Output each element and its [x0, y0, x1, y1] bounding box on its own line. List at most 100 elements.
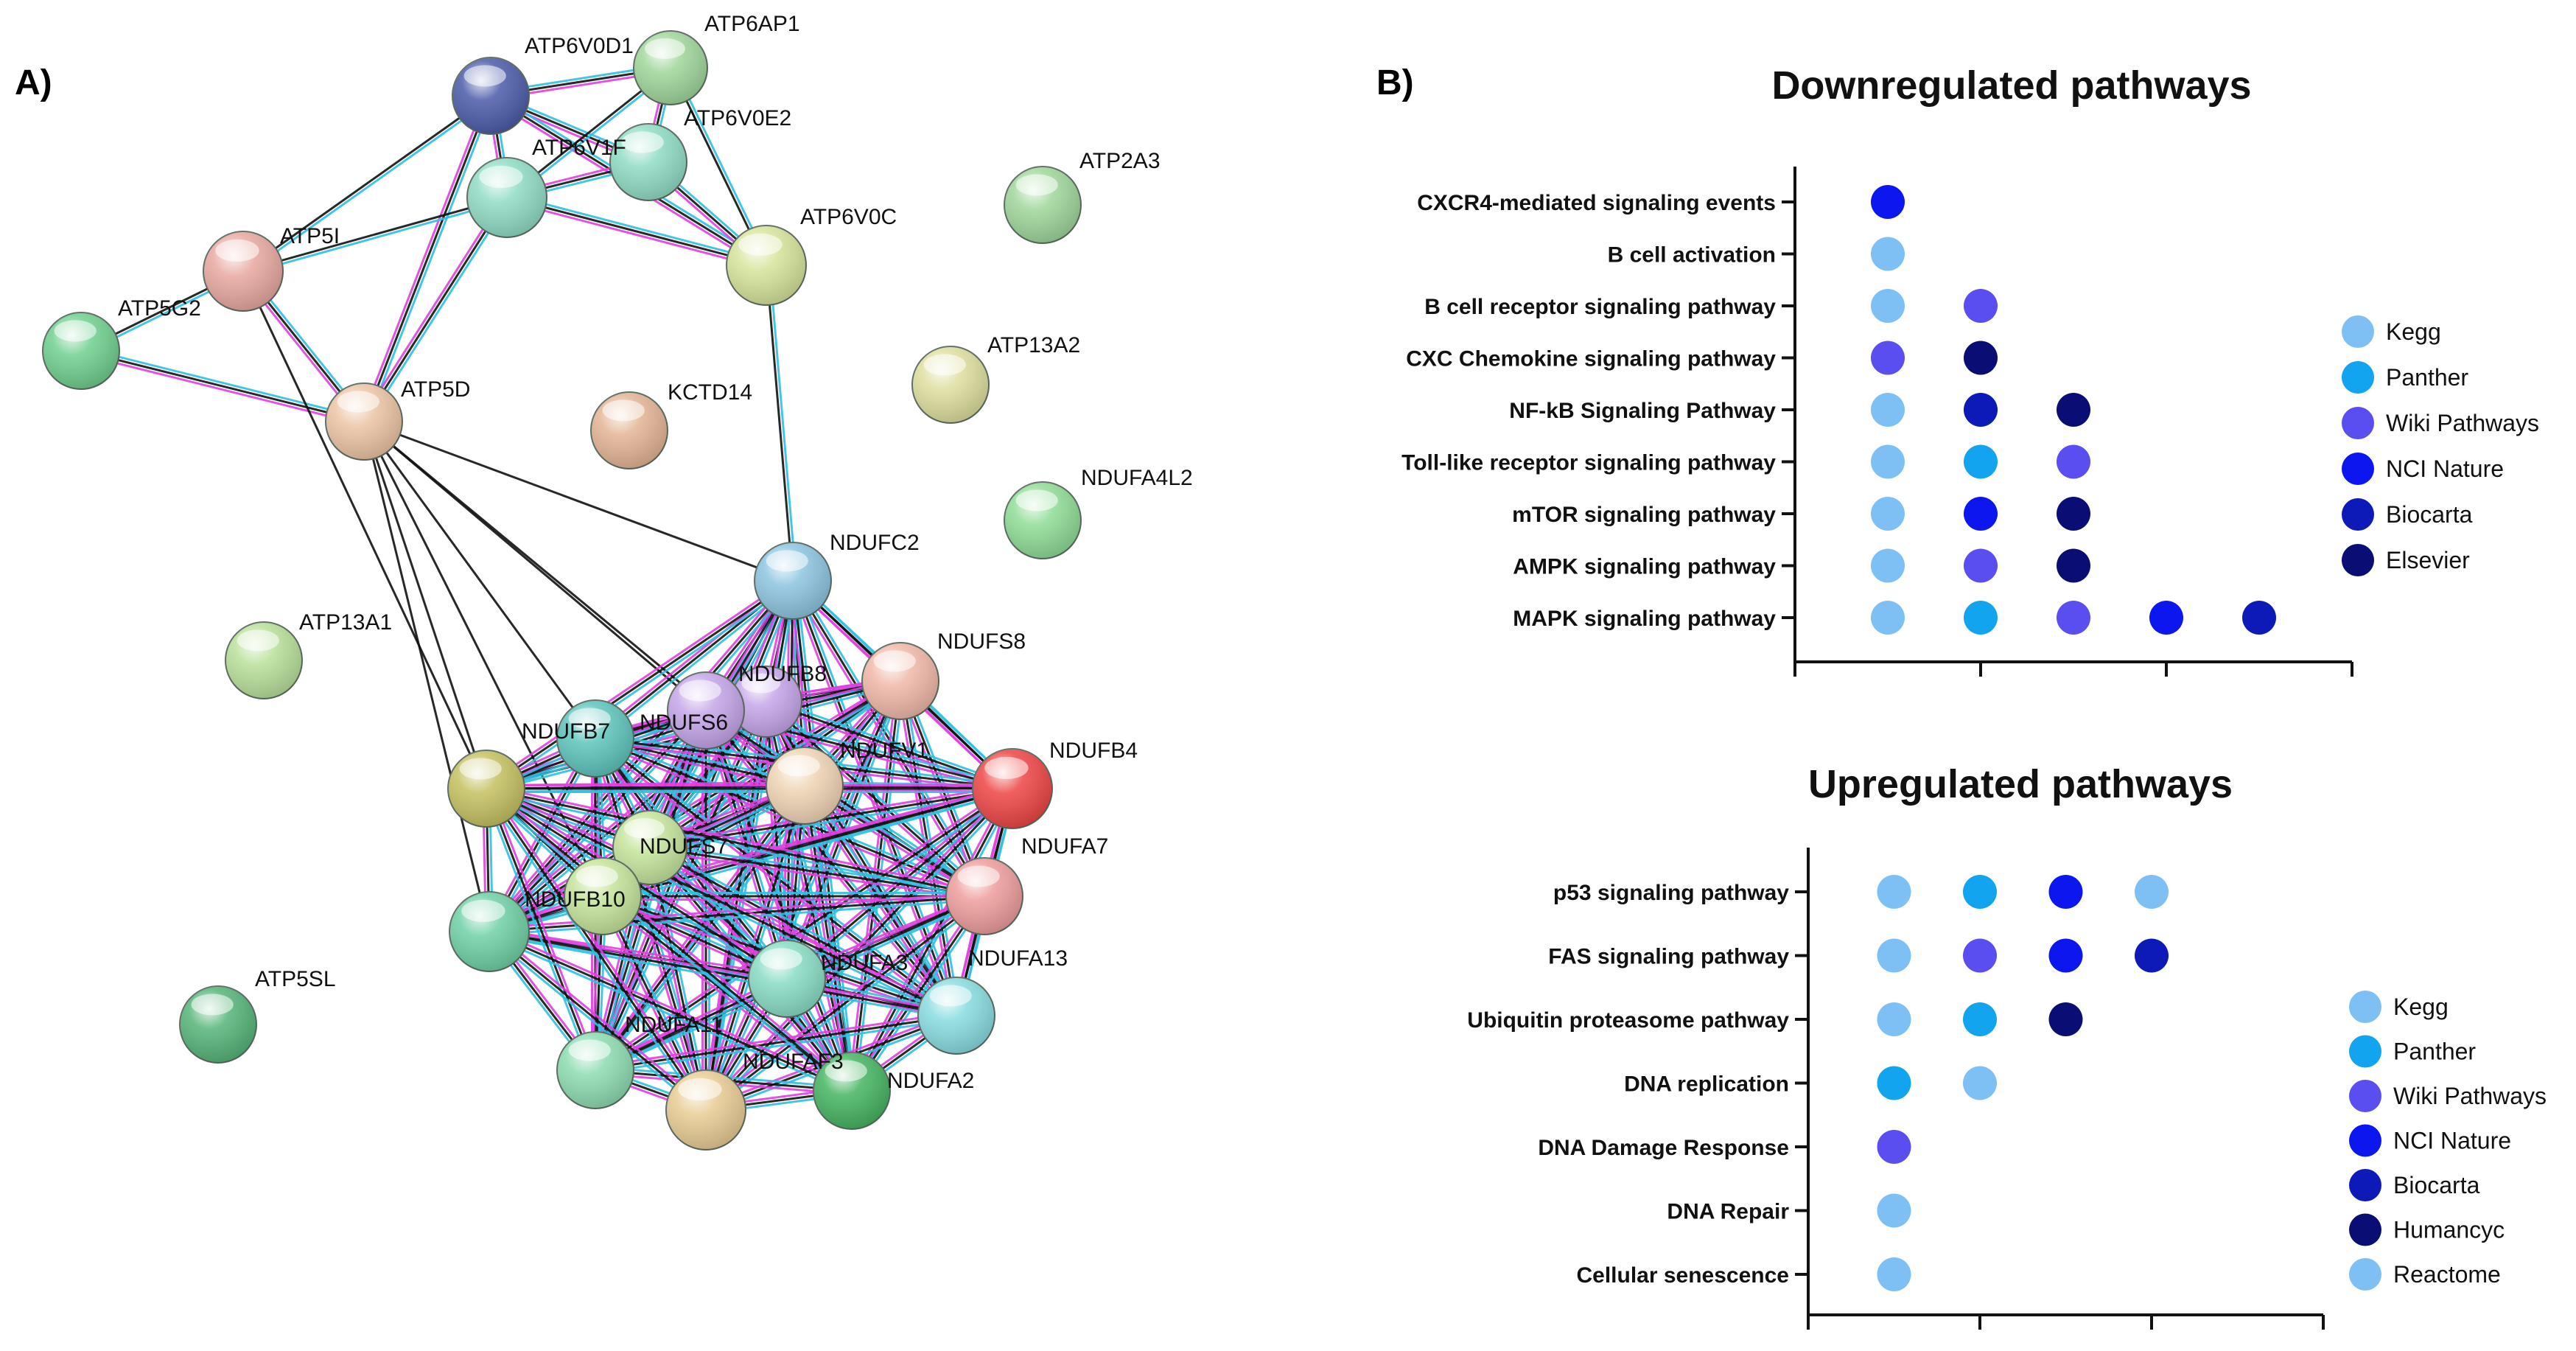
node-atp5sl[interactable]: ATP5SL [179, 967, 336, 1064]
node-ndufa11[interactable]: NDUFA11 [556, 1013, 723, 1109]
node-ndufa3[interactable]: NDUFA3 [748, 940, 908, 1018]
category-label-dna-damage-response: DNA Damage Response [1538, 1136, 1789, 1160]
edge-ndufa7-n1 [485, 784, 986, 901]
category-label-cxcr4-mediated-signaling-events: CXCR4-mediated signaling events [1417, 191, 1776, 215]
legend-label-wiki-pathways: Wiki Pathways [2386, 410, 2539, 436]
category-label-nf-kb-signaling-pathway: NF-kB Signaling Pathway [1509, 399, 1776, 423]
node-label-atp6v0c: ATP6V0C [800, 205, 897, 229]
node-ndufs7[interactable]: NDUFS7 [612, 810, 728, 885]
dot-ampk-signaling-pathway-wiki-pathways [1964, 548, 1998, 583]
dot-fas-signaling-pathway-kegg [1877, 938, 1911, 973]
legend-label-nci-nature: NCI Nature [2393, 1128, 2511, 1154]
legend-swatch-nci-nature [2342, 453, 2374, 485]
edge-atp6v1f-atp6v0c [505, 193, 768, 270]
dot-cxc-chemokine-signaling-pathway-wiki-pathways [1871, 341, 1905, 375]
node-ndufb4[interactable]: NDUFB4 [972, 739, 1138, 829]
node-label-atp13a1: ATP13A1 [299, 610, 392, 635]
node-ndufc2[interactable]: NDUFC2 [754, 531, 920, 620]
dot-cellular-senescence-kegg [1877, 1257, 1911, 1291]
dot-toll-like-receptor-signaling-pathway-panther [1964, 444, 1998, 479]
node-atp6v1f[interactable]: ATP6V1F [466, 136, 626, 238]
category-label-dna-replication: DNA replication [1624, 1072, 1789, 1097]
dot-ampk-signaling-pathway-kegg [1871, 548, 1905, 583]
node-atp5d[interactable]: ATP5D [325, 377, 470, 461]
node-ndufa4l2[interactable]: NDUFA4L2 [1004, 466, 1193, 559]
node-ndufs8[interactable]: NDUFS8 [861, 629, 1026, 720]
node-atp6v0c[interactable]: ATP6V0C [726, 205, 897, 306]
node-label-ndufs8: NDUFS8 [937, 629, 1026, 654]
legend-label-panther: Panther [2386, 364, 2468, 391]
node-label-ndufs7: NDUFS7 [640, 834, 728, 859]
node-unlabeled[interactable] [447, 750, 525, 828]
node-ndufa7[interactable]: NDUFA7 [945, 834, 1108, 935]
node-kctd14[interactable]: KCTD14 [590, 380, 752, 469]
dot-mapk-signaling-pathway-panther [1964, 601, 1998, 635]
node-atp13a2[interactable]: ATP13A2 [911, 333, 1080, 424]
node-ndufv1[interactable]: NDUFV1 [766, 739, 928, 825]
legend-label-kegg: Kegg [2386, 318, 2441, 345]
dot-mtor-signaling-pathway-nci-nature [1964, 497, 1998, 531]
node-label-ndufa3: NDUFA3 [821, 951, 908, 975]
dot-b-cell-receptor-signaling-pathway-wiki-pathways [1964, 289, 1998, 323]
dot-p53-signaling-pathway-kegg [1877, 875, 1911, 909]
legend-label-elsevier: Elsevier [2386, 547, 2470, 573]
edge-atp5i-n1 [242, 270, 488, 789]
edge-ndufa13-n2 [488, 927, 958, 1020]
node-label-atp5g2: ATP5G2 [118, 296, 201, 321]
edge-atp5g2-atp5d [80, 346, 365, 426]
node-label-ndufb7: NDUFB7 [522, 719, 610, 744]
dot-cxcr4-mediated-signaling-events-nci-nature [1871, 185, 1905, 219]
node-ndufa2[interactable]: NDUFA2 [813, 1052, 974, 1130]
node-atp6v0e2[interactable]: ATP6V0E2 [609, 106, 791, 201]
dot-fas-signaling-pathway-wiki-pathways [1963, 938, 1997, 973]
node-atp13a1[interactable]: ATP13A1 [225, 610, 392, 699]
node-atp5i[interactable]: ATP5I [203, 224, 340, 312]
edge-ndufa2-n1 [483, 785, 855, 1095]
dot-mapk-signaling-pathway-wiki-pathways [2057, 601, 2090, 635]
category-label-b-cell-receptor-signaling-pathway: B cell receptor signaling pathway [1424, 295, 1776, 319]
node-label-atp5sl: ATP5SL [255, 967, 336, 991]
dot-dna-repair-kegg [1877, 1193, 1911, 1228]
node-label-atp5d: ATP5D [401, 377, 470, 402]
legend-swatch-panther [2342, 361, 2374, 394]
node-atp5g2[interactable]: ATP5G2 [42, 296, 201, 390]
node-label-kctd14: KCTD14 [668, 380, 752, 405]
node-label-ndufa13: NDUFA13 [968, 946, 1068, 971]
node-ndufa13[interactable]: NDUFA13 [917, 946, 1068, 1055]
legend-label-nci-nature: NCI Nature [2386, 455, 2504, 482]
edge-ndufa7-ndufaf3 [703, 893, 987, 1114]
edge-ndufaf3-n1 [483, 786, 710, 1113]
node-unlabeled[interactable] [449, 891, 530, 972]
legend-label-biocarta: Biocarta [2386, 501, 2473, 528]
node-ndufaf3[interactable]: NDUFAF3 [665, 1050, 844, 1151]
legend-swatch-humancyc [2349, 1213, 2381, 1246]
category-label-ubiquitin-proteasome-pathway: Ubiquitin proteasome pathway [1467, 1008, 1789, 1033]
edge-ndufc2-n1 [483, 577, 796, 792]
node-atp6v0d1[interactable]: ATP6V0D1 [452, 34, 634, 135]
legend-label-wiki-pathways: Wiki Pathways [2393, 1083, 2547, 1109]
node-label-ndufa7: NDUFA7 [1021, 834, 1108, 859]
node-label-atp13a2: ATP13A2 [987, 333, 1080, 357]
dot-dna-replication-kegg [1963, 1066, 1997, 1100]
legend-label-humancyc: Humancyc [2393, 1217, 2505, 1243]
edge-ndufa11-n1 [482, 786, 600, 1072]
node-atp6ap1[interactable]: ATP6AP1 [633, 12, 800, 105]
dot-dna-damage-response-wiki-pathways [1877, 1130, 1911, 1164]
legend-swatch-kegg [2349, 991, 2381, 1023]
node-ndufs6[interactable]: NDUFS6 [640, 671, 745, 750]
legend-label-kegg: Kegg [2393, 994, 2449, 1020]
node-ndufb8[interactable]: NDUFB8 [730, 662, 827, 738]
edge-atp5d-n2 [363, 421, 491, 932]
node-atp2a3[interactable]: ATP2A3 [1004, 149, 1161, 244]
node-ndufb10[interactable]: NDUFB10 [525, 857, 642, 935]
dot-ubiquitin-proteasome-pathway-panther [1963, 1002, 1997, 1036]
node-ndufb7[interactable]: NDUFB7 [522, 699, 634, 778]
dot-mapk-signaling-pathway-nci-nature [2149, 601, 2183, 635]
dot-ampk-signaling-pathway-elsevier [2057, 548, 2090, 583]
category-label-dna-repair: DNA Repair [1667, 1200, 1789, 1224]
